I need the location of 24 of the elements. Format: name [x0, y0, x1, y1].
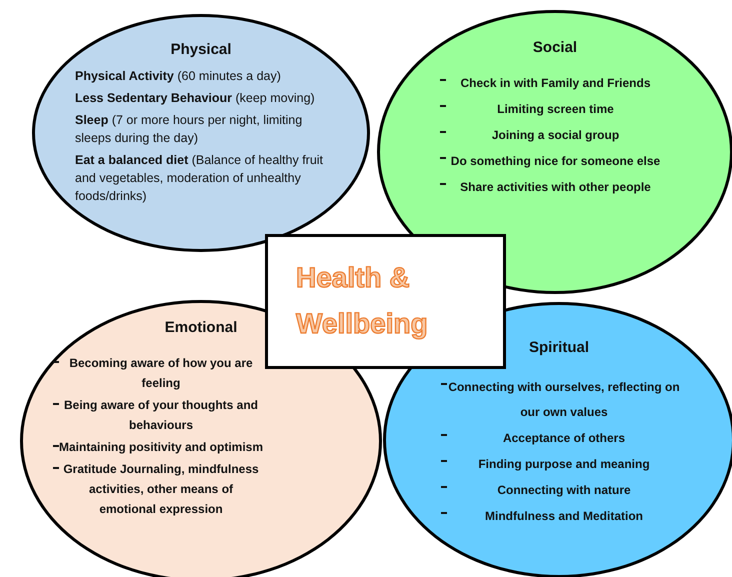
list-item: Acceptance of others: [502, 430, 626, 447]
section-heading: Emotional: [164, 319, 238, 336]
list-item: Physical Activity (60 minutes a day): [75, 68, 282, 85]
list-item: Mindfulness and Meditation: [484, 508, 644, 525]
list-item: Joining a social group: [490, 127, 620, 144]
list-item: Limiting screen time: [496, 101, 615, 118]
center-label: Health & Wellbeing: [296, 261, 429, 341]
list-item: Becoming aware of how you are feeling: [68, 355, 254, 392]
title-box: [265, 234, 506, 369]
list-item: Maintaining positivity and optimism: [59, 439, 263, 456]
list-item: Less Sedentary Behaviour (keep moving): [75, 90, 316, 107]
section-heading: Social: [532, 39, 578, 56]
section-heading: Physical: [170, 41, 232, 58]
list-item: Do something nice for someone else: [450, 153, 662, 170]
section-heading: Spiritual: [528, 339, 589, 356]
list-item: Gratitude Journaling, mindfulness activities, other means of emotional expression: [62, 461, 260, 518]
list-item: Share activities with other people: [459, 179, 652, 196]
list-item: Sleep (7 or more hours per night, limiting sleeps during the day): [75, 112, 304, 147]
list-item: Connecting with nature: [496, 482, 632, 499]
list-item: Connecting with ourselves, reflecting on our own values: [447, 379, 681, 421]
list-item: Check in with Family and Friends: [459, 75, 652, 92]
list-item: Eat a balanced diet (Balance of healthy fruit and vegetables, moderation of unhealthy foods/drinks): [75, 152, 324, 205]
list-item: Being aware of your thoughts and behaviours: [62, 397, 259, 434]
list-item: Finding purpose and meaning: [477, 456, 651, 473]
